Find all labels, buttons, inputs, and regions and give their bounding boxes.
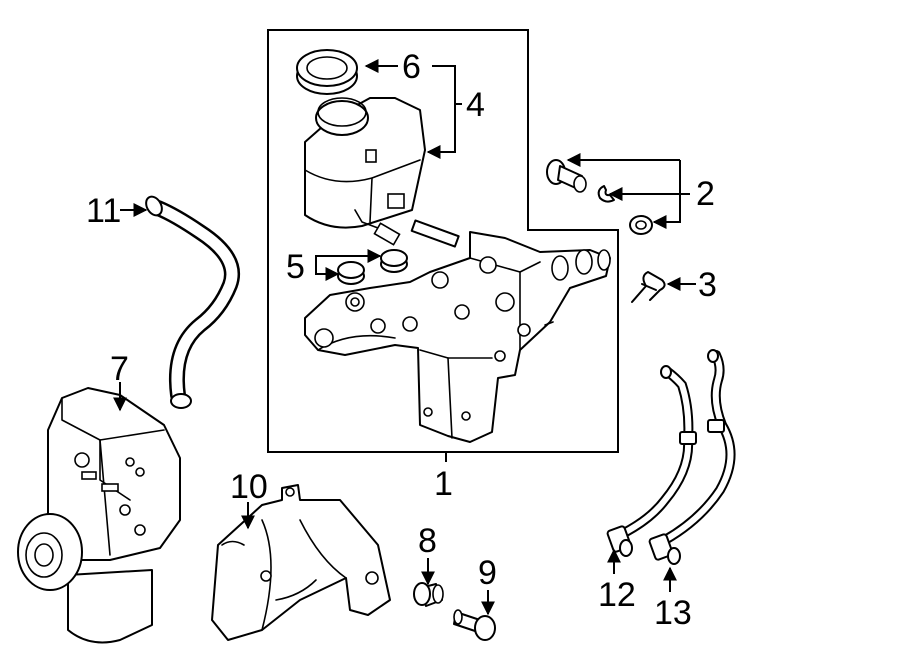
abs-modulator[interactable]	[17, 387, 181, 644]
reservoir-connector	[410, 219, 460, 248]
reservoir-grommet-right[interactable]	[380, 249, 408, 273]
callout-1: 1	[434, 465, 453, 503]
callout-13: 13	[654, 594, 692, 632]
callout-4: 4	[466, 86, 485, 124]
clevis-pin[interactable]	[546, 159, 587, 193]
reservoir-cap[interactable]	[296, 49, 358, 95]
retaining-clip[interactable]	[631, 271, 666, 303]
callout-6: 6	[402, 48, 421, 86]
vacuum-hose[interactable]	[143, 194, 240, 409]
mounting-bracket[interactable]	[211, 484, 391, 641]
washer[interactable]	[629, 215, 653, 235]
brake-hose-left[interactable]	[606, 365, 697, 557]
brake-hose-right[interactable]	[648, 349, 736, 565]
callout-3: 3	[698, 266, 717, 304]
callout-11: 11	[86, 192, 121, 230]
bolt[interactable]	[453, 609, 496, 641]
callout-10: 10	[230, 468, 268, 506]
bushing[interactable]	[413, 582, 444, 607]
callout-5: 5	[286, 248, 305, 286]
reservoir-grommet-left[interactable]	[337, 261, 365, 285]
callout-12: 12	[598, 576, 636, 614]
callout-2: 2	[696, 175, 715, 213]
master-cylinder-assembly[interactable]	[304, 231, 611, 443]
assembly-frame	[267, 29, 619, 453]
callout-9: 9	[478, 554, 497, 592]
callout-7: 7	[110, 350, 129, 388]
brake-reservoir[interactable]	[304, 97, 426, 246]
callout-8: 8	[418, 522, 437, 560]
leader-lines	[113, 59, 696, 616]
